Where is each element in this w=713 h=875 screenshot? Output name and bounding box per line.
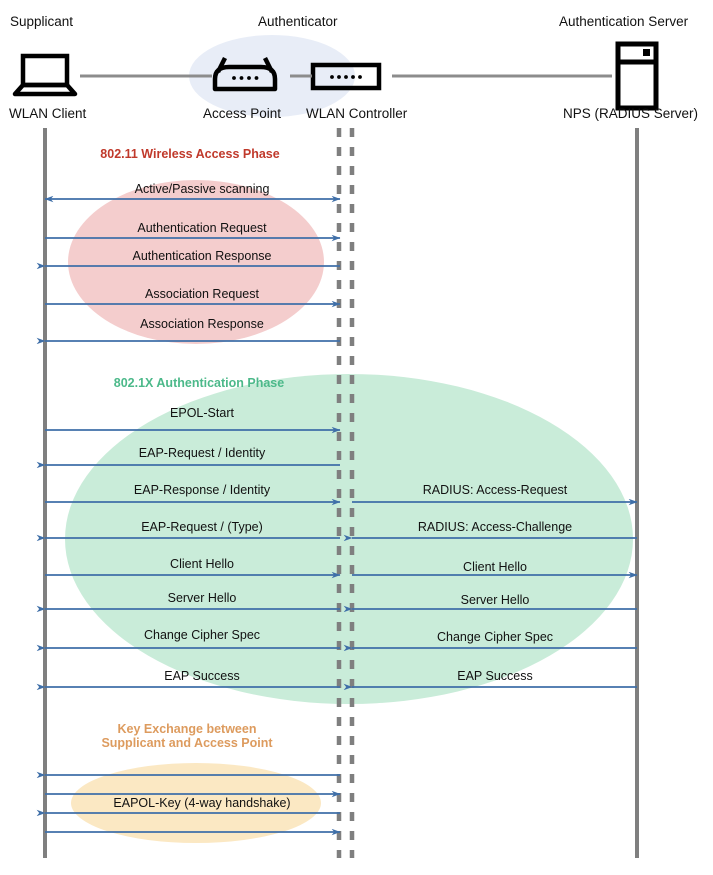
lifelines-group bbox=[43, 128, 639, 858]
message-label: RADIUS: Access-Challenge bbox=[417, 520, 573, 534]
ap-led bbox=[232, 76, 236, 80]
authenticator-highlight-ellipse bbox=[189, 35, 355, 117]
phase-8021x-label-line-0: 802.1X Authentication Phase bbox=[113, 376, 285, 390]
message-label: EAP-Request / Identity bbox=[138, 446, 266, 460]
wlc-led bbox=[337, 75, 341, 79]
access-point-icon bbox=[212, 56, 278, 92]
ap-led bbox=[239, 76, 244, 80]
phase-8021x-label: 802.1X Authentication Phase bbox=[114, 376, 284, 390]
message-label: EAPOL-Key (4-way handshake) bbox=[113, 796, 291, 810]
server-icon bbox=[615, 41, 659, 111]
actor-device-label-0: WLAN Client bbox=[9, 106, 87, 121]
message-label: Change Cipher Spec bbox=[436, 630, 554, 644]
message-arrows-group bbox=[36, 195, 638, 836]
message-label: EAP Success bbox=[457, 669, 533, 683]
wlc-led bbox=[330, 75, 334, 79]
wlan-controller-icon bbox=[310, 62, 382, 91]
laptop-screen bbox=[20, 53, 70, 88]
wlc-led bbox=[358, 75, 362, 79]
phase-80211-label-line-0: 802.11 Wireless Access Phase bbox=[100, 147, 280, 161]
phase-80211-label: 802.11 Wireless Access Phase bbox=[100, 147, 279, 161]
phase-80211-ellipse bbox=[68, 180, 324, 344]
message-label: Client Hello bbox=[170, 557, 234, 571]
server-body bbox=[615, 41, 659, 111]
phase-key-exchange-ellipse bbox=[71, 763, 321, 843]
phase-key-exchange-label-line-0: Key Exchange between bbox=[117, 722, 257, 736]
phase-8021x-ellipse bbox=[65, 374, 633, 704]
actor-device-label-2: WLAN Controller bbox=[306, 106, 408, 121]
message-label: Client Hello bbox=[463, 560, 527, 574]
ap-led bbox=[254, 76, 259, 80]
actor-device-label-1: Access Point bbox=[203, 106, 282, 121]
ap-led bbox=[247, 76, 251, 80]
laptop-icon bbox=[12, 53, 78, 97]
actor-role-label-3: Authentication Server bbox=[559, 14, 689, 29]
actor-device-label-3: NPS (RADIUS Server) bbox=[563, 106, 699, 121]
message-label: Association Response bbox=[140, 317, 264, 331]
message-label: EAP-Request / (Type) bbox=[141, 520, 263, 534]
wlc-body bbox=[310, 62, 382, 91]
message-label: RADIUS: Access-Request bbox=[422, 483, 568, 497]
authenticator-ellipse bbox=[189, 35, 355, 117]
phase-key-exchange-label-line-1: Supplicant and Access Point bbox=[101, 736, 273, 750]
message-label: Server Hello bbox=[167, 591, 237, 605]
laptop-base bbox=[12, 82, 78, 97]
message-label: Server Hello bbox=[460, 593, 530, 607]
actor-role-label-0: Supplicant bbox=[10, 14, 74, 29]
message-label: Change Cipher Spec bbox=[143, 628, 261, 642]
actor-role-label-1: Authenticator bbox=[258, 14, 338, 29]
message-label: EAP-Response / Identity bbox=[133, 483, 271, 497]
message-label: Association Request bbox=[145, 287, 259, 301]
ap-body bbox=[212, 64, 278, 92]
wlc-led bbox=[344, 75, 348, 79]
message-label: Authentication Response bbox=[132, 249, 272, 263]
message-label: Active/Passive scanning bbox=[134, 182, 270, 196]
message-label: EPOL-Start bbox=[170, 406, 234, 420]
server-led bbox=[643, 49, 650, 56]
wlc-led bbox=[351, 75, 355, 79]
device-icons-group bbox=[12, 41, 659, 111]
message-label: EAP Success bbox=[164, 669, 240, 683]
message-label: Authentication Request bbox=[137, 221, 267, 235]
